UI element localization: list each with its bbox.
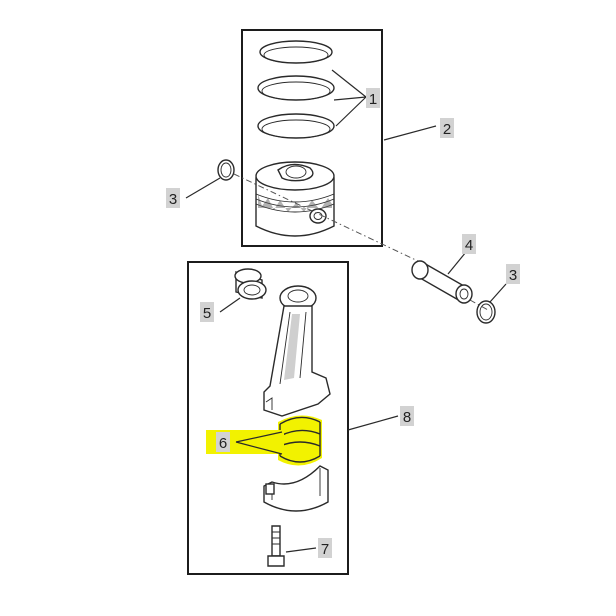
callout-5-label: 5 [203, 305, 211, 322]
callout-3-left-label: 3 [169, 191, 177, 208]
callout-8-label: 8 [403, 409, 411, 426]
piston-assembly-frame [241, 29, 383, 247]
callout-7-label: 7 [321, 541, 329, 558]
callout-8: 8 [347, 406, 414, 431]
callout-4: 4 [462, 234, 476, 254]
callout-6: 6 [206, 430, 284, 455]
connecting-rod-cap [263, 465, 329, 512]
callout-1-label: 1 [369, 91, 377, 108]
connecting-rod-assembly-frame [187, 261, 349, 575]
small-end-bushing [219, 268, 267, 313]
snap-ring-right [476, 283, 507, 324]
callout-3-left: 3 [166, 188, 180, 208]
callout-3-right-label: 3 [509, 267, 517, 284]
callout-4-label: 4 [465, 237, 473, 254]
callout-2-label: 2 [443, 121, 451, 138]
callout-7: 7 [318, 538, 332, 558]
assembly-axis-line [233, 173, 421, 263]
callout-2: 2 [383, 118, 454, 141]
snap-ring-left [185, 159, 235, 199]
callout-5: 5 [200, 302, 214, 322]
rod-bolt [267, 525, 317, 567]
piston-rings [257, 40, 335, 139]
piston [255, 161, 335, 237]
connecting-rod [263, 285, 331, 417]
callout-3-right: 3 [506, 264, 520, 284]
callout-6-label: 6 [219, 435, 227, 452]
con-rod-bearing-shells [278, 415, 322, 466]
callout-1: 1 [331, 69, 380, 127]
piston-pin [411, 251, 473, 304]
